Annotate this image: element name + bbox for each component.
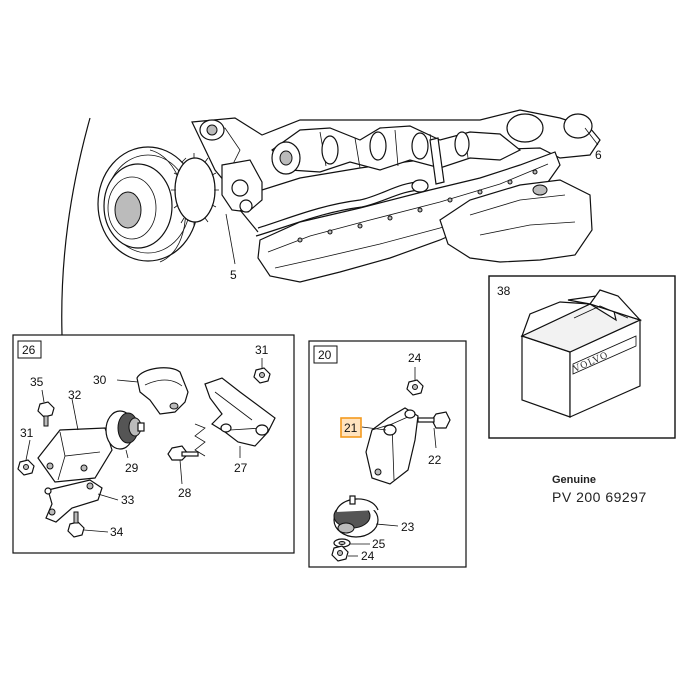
label-31-top: 31	[255, 343, 269, 357]
label-29: 29	[125, 461, 139, 475]
panel-38: 38 VOLVO	[488, 275, 676, 439]
label-30: 30	[93, 373, 107, 387]
genuine-label: Genuine	[552, 474, 597, 486]
panel-26-leaders	[25, 358, 263, 533]
label-22: 22	[428, 453, 442, 467]
leader-5	[225, 213, 236, 265]
label-35: 35	[30, 375, 44, 389]
part-35-bolt	[37, 401, 55, 427]
part-28-bolt	[167, 445, 199, 461]
panel-20: 20	[308, 340, 467, 568]
part-22-bolt	[417, 411, 451, 429]
panel-38-number: 38	[497, 284, 511, 298]
part-31-nut-top	[253, 367, 271, 384]
label-31-left: 31	[20, 426, 34, 440]
label-33: 33	[121, 493, 135, 507]
label-32: 32	[68, 388, 82, 402]
leader-6	[584, 127, 599, 146]
engine-illustration: 5 6	[61, 109, 602, 336]
part-24-nut-bottom	[331, 545, 349, 562]
panel-26-number-box	[17, 340, 42, 359]
part-33-lower-plate	[44, 479, 103, 523]
label-28: 28	[178, 486, 192, 500]
panel-26-number: 26	[22, 343, 36, 357]
engine-block	[191, 109, 601, 213]
part-number: PV 200 69297	[552, 489, 647, 505]
panel-20-number: 20	[318, 348, 332, 362]
label-23: 23	[401, 520, 415, 534]
crank-pulley	[97, 146, 199, 263]
timing-gear	[171, 153, 219, 227]
part-25-washer	[333, 538, 351, 548]
engine-leader-curve	[61, 117, 91, 336]
volvo-box-icon: VOLVO	[520, 289, 642, 418]
label-25: 25	[372, 537, 386, 551]
part-34-bolt	[67, 511, 85, 538]
label-6: 6	[595, 148, 602, 162]
part-30-bracket	[136, 367, 189, 415]
part-21-bracket	[365, 407, 419, 485]
label-21: 21	[344, 421, 358, 435]
panel-26: 26	[12, 334, 295, 554]
part-31-nut-left	[17, 459, 35, 476]
part-27-arm	[194, 377, 276, 457]
part-24-nut-top	[406, 379, 424, 396]
oil-pan	[239, 151, 593, 283]
highlight-21	[340, 417, 362, 438]
label-34: 34	[110, 525, 124, 539]
label-5: 5	[230, 268, 237, 282]
part-23-rubber-mount	[333, 495, 379, 538]
part-32-plate	[37, 427, 113, 483]
label-24-top: 24	[408, 351, 422, 365]
panel-20-number-box	[313, 345, 338, 364]
label-27: 27	[234, 461, 248, 475]
label-24-bottom: 24	[361, 549, 375, 563]
panel-20-leaders	[348, 367, 437, 557]
part-29-rubber-mount	[105, 410, 145, 450]
